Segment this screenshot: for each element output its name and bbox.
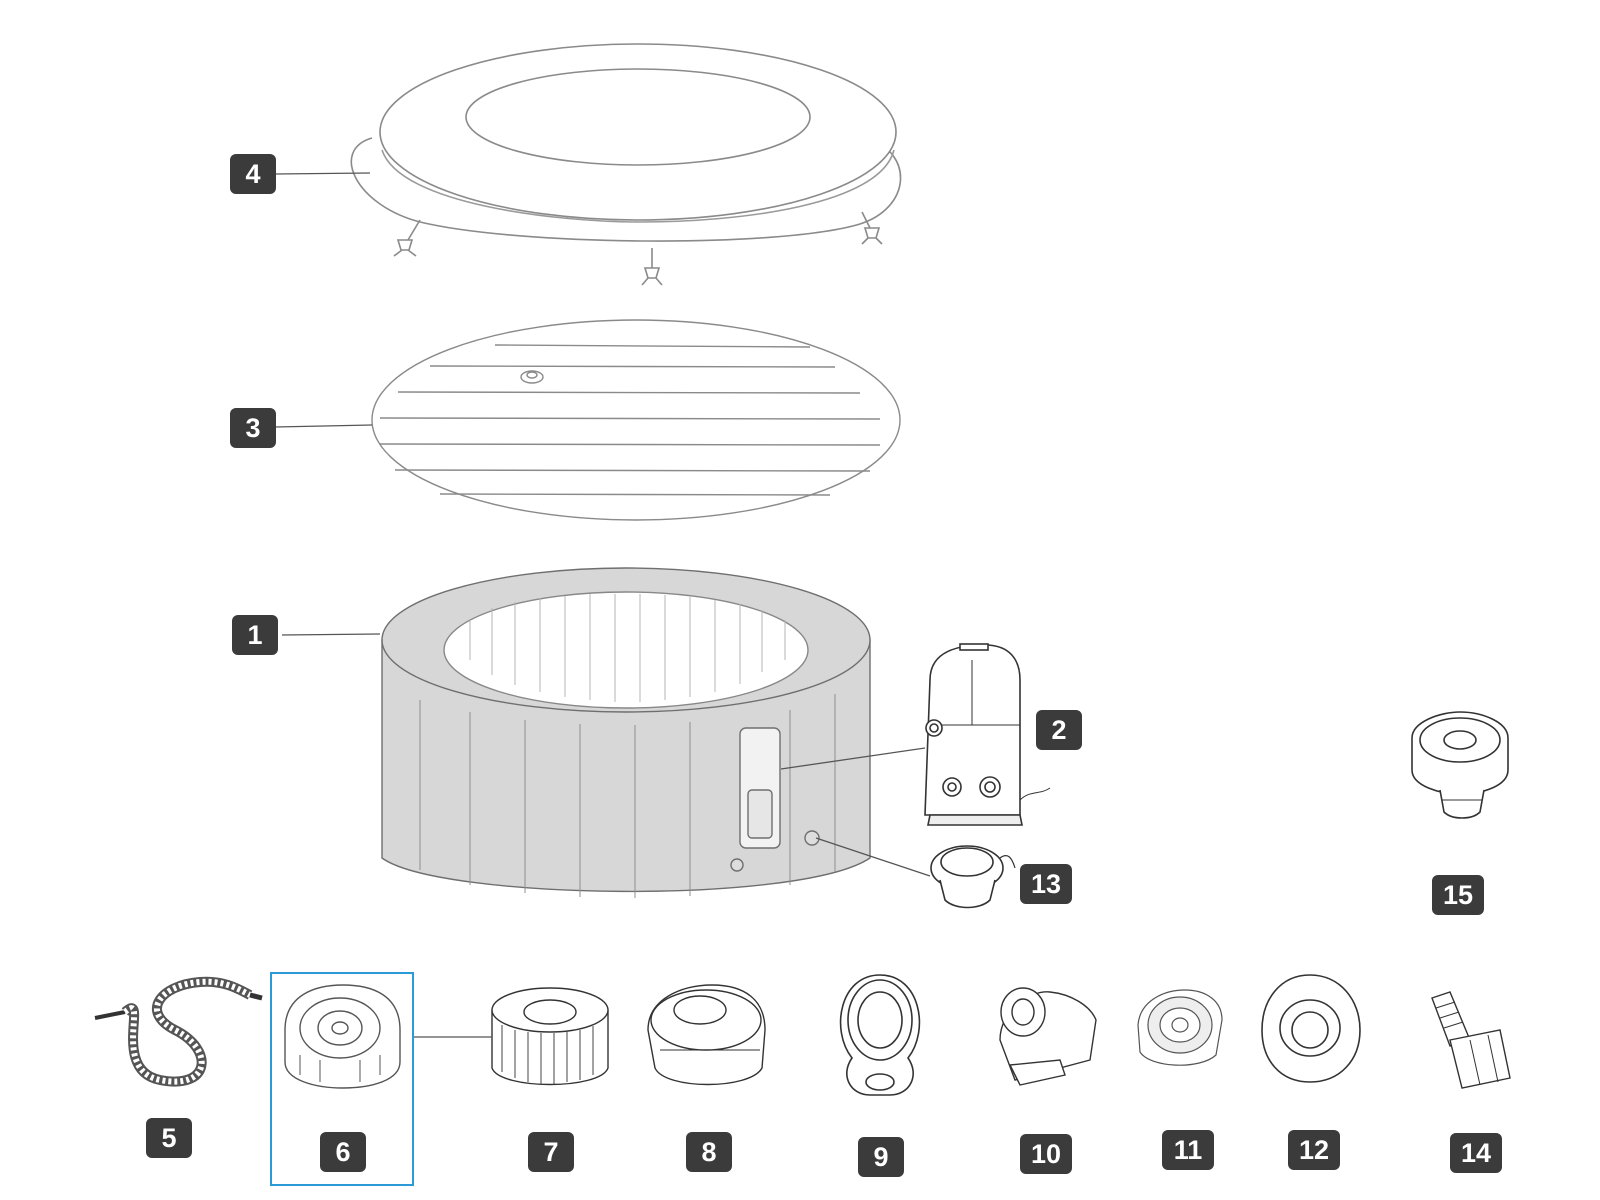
hose-adapter-drawing <box>1431 991 1511 1089</box>
connector-drawing <box>1411 711 1509 819</box>
callout-8[interactable]: 8 <box>686 1132 732 1172</box>
spa-body-drawing <box>381 567 871 898</box>
hose-drawing <box>94 976 263 1087</box>
filter-cartridge-drawing <box>491 987 609 1086</box>
valve-cap-drawing <box>839 974 921 1096</box>
callout-3[interactable]: 3 <box>230 408 276 448</box>
filter-housing-drawing <box>284 984 401 1089</box>
callout-15[interactable]: 15 <box>1432 875 1484 915</box>
strainer-drawing <box>1137 989 1223 1066</box>
callout-5[interactable]: 5 <box>146 1118 192 1158</box>
inflation-adapter-drawing <box>999 987 1097 1086</box>
callout-2[interactable]: 2 <box>1036 710 1082 750</box>
drain-valve-drawing <box>930 845 1016 909</box>
floor-protector-drawing <box>371 319 901 521</box>
leader-lines <box>274 172 931 1038</box>
callout-14[interactable]: 14 <box>1450 1133 1502 1173</box>
callout-6[interactable]: 6 <box>320 1132 366 1172</box>
callout-1[interactable]: 1 <box>232 615 278 655</box>
callout-4[interactable]: 4 <box>230 154 276 194</box>
pump-drawing <box>924 643 1051 826</box>
ring-nut-drawing <box>1261 974 1361 1083</box>
strainer-cap-drawing <box>647 984 766 1086</box>
spa-cover-drawing <box>350 43 902 286</box>
callout-10[interactable]: 10 <box>1020 1134 1072 1174</box>
callout-7[interactable]: 7 <box>528 1132 574 1172</box>
callout-13[interactable]: 13 <box>1020 864 1072 904</box>
callout-11[interactable]: 11 <box>1162 1130 1214 1170</box>
callout-12[interactable]: 12 <box>1288 1130 1340 1170</box>
selected-part-highlight <box>270 972 414 1186</box>
callout-9[interactable]: 9 <box>858 1137 904 1177</box>
